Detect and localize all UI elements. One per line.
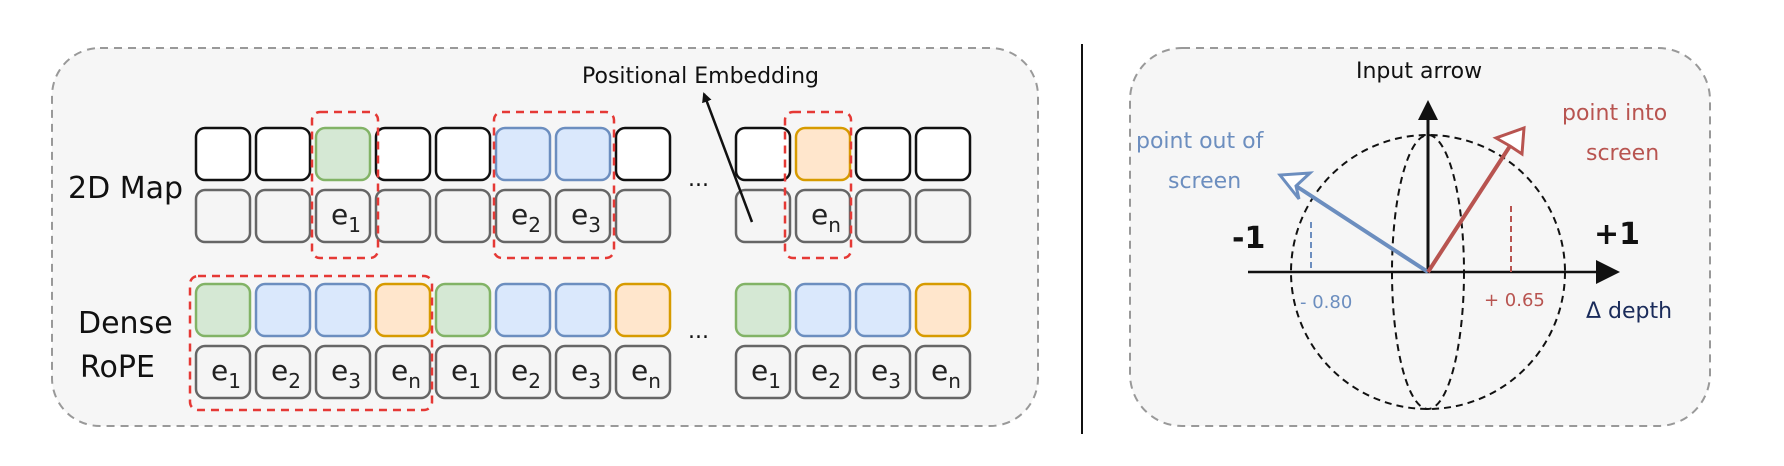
dense-embedding-cell (914, 344, 972, 400)
value-into-label: + 0.65 (1484, 290, 1545, 311)
dense-embedding-cell (194, 344, 252, 400)
map-embedding-label: e3 (571, 198, 601, 237)
dense-cell (314, 282, 372, 338)
dense-embedding-cell (554, 344, 612, 400)
dense-embedding-label: e3 (571, 354, 601, 393)
map-top-row (194, 126, 972, 182)
point-into-label-line2: screen (1586, 141, 1659, 166)
dense-embedding-label: en (391, 354, 421, 393)
out-arrow-line (1294, 184, 1430, 274)
map-embedding-cell (734, 188, 792, 244)
dense-embedding-label: e3 (871, 354, 901, 393)
map-cell (554, 126, 612, 182)
positional-embedding-arrow (702, 92, 754, 223)
map-embedding-cell (914, 188, 972, 244)
map-cell (254, 126, 312, 182)
map-embedding-cell (434, 188, 492, 244)
map-cell (194, 126, 252, 182)
map-embedding-cell (854, 188, 912, 244)
dense-embedding-cell (734, 344, 792, 400)
dense-embedding-label: e1 (751, 354, 781, 393)
group-box-e2-e3 (492, 110, 616, 260)
point-out-label-line1: point out of (1136, 129, 1265, 154)
into-arrow-head (1492, 125, 1526, 157)
dense-cell (254, 282, 312, 338)
right-panel: Input arrow point out of screen point in… (1129, 47, 1711, 427)
delta-depth-label: Δ depth (1586, 299, 1672, 324)
dense-cell (914, 282, 972, 338)
point-into-label-line1: point into (1562, 101, 1667, 126)
row-dense-label-line1: Dense (78, 306, 173, 341)
dense-embedding-label: e2 (811, 354, 841, 393)
into-arrow-line (1426, 144, 1512, 274)
value-out-label: - 0.80 (1300, 292, 1352, 313)
input-arrow-head (1418, 100, 1438, 120)
depth-axis-head (1596, 260, 1620, 284)
dense-cell (494, 282, 552, 338)
ellipsis-dense: ... (688, 319, 709, 344)
dense-embedding-label: e3 (331, 354, 361, 393)
dense-embedding-label: e1 (211, 354, 241, 393)
map-cell (374, 126, 432, 182)
map-embedding-cell (194, 188, 252, 244)
map-cell (434, 126, 492, 182)
dense-embedding-cell (374, 344, 432, 400)
dense-cell (554, 282, 612, 338)
dense-embedding-label: e1 (451, 354, 481, 393)
map-cell (734, 126, 792, 182)
map-embedding-cell (554, 188, 612, 244)
dense-embedding-cell (854, 344, 912, 400)
map-embedding-cell (374, 188, 432, 244)
minus-one-label: -1 (1232, 221, 1265, 256)
map-embedding-label: e2 (511, 198, 541, 237)
map-cell (314, 126, 372, 182)
dense-cell (794, 282, 852, 338)
dense-cell (434, 282, 492, 338)
map-cell (854, 126, 912, 182)
dense-embedding-label: e2 (271, 354, 301, 393)
dense-embedding-label: e2 (511, 354, 541, 393)
map-embedding-cell (494, 188, 552, 244)
dense-embedding-label: en (631, 354, 661, 393)
dense-cell (374, 282, 432, 338)
group-box-dense (188, 274, 434, 412)
dense-embedding-cell (494, 344, 552, 400)
dense-embedding-label: en (931, 354, 961, 393)
dense-cell (614, 282, 672, 338)
map-embedding-label: en (811, 198, 841, 237)
map-cell (914, 126, 972, 182)
map-cell (494, 126, 552, 182)
ellipsis-2d: ... (688, 167, 709, 192)
dense-embedding-row: e1 e2 e3 en e1 e2 e3 en e1 e2 e3 en (194, 344, 972, 400)
dense-embedding-cell (314, 344, 372, 400)
group-box-en (783, 110, 853, 260)
dense-color-row (194, 282, 972, 338)
map-cell (614, 126, 672, 182)
map-embedding-label: e1 (331, 198, 361, 237)
map-cell (794, 126, 852, 182)
positional-embedding-label: Positional Embedding (582, 64, 819, 89)
map-embedding-cell (254, 188, 312, 244)
right-panel-frame (1129, 47, 1711, 427)
dense-cell (734, 282, 792, 338)
dense-embedding-cell (614, 344, 672, 400)
input-arrow-label: Input arrow (1356, 59, 1482, 84)
point-out-label-line2: screen (1168, 169, 1241, 194)
out-arrow-head (1277, 171, 1315, 200)
group-box-e1 (310, 110, 380, 260)
dense-embedding-cell (254, 344, 312, 400)
map-embedding-cell (314, 188, 372, 244)
dense-embedding-cell (794, 344, 852, 400)
map-bottom-row: e1 e2 e3 en (194, 188, 972, 244)
dense-cell (854, 282, 912, 338)
plus-one-label: +1 (1594, 217, 1640, 252)
row-dense-label-line2: RoPE (80, 350, 155, 385)
dense-cell (194, 282, 252, 338)
map-embedding-cell (614, 188, 672, 244)
row-2d-label: 2D Map (68, 171, 183, 206)
dense-embedding-cell (434, 344, 492, 400)
